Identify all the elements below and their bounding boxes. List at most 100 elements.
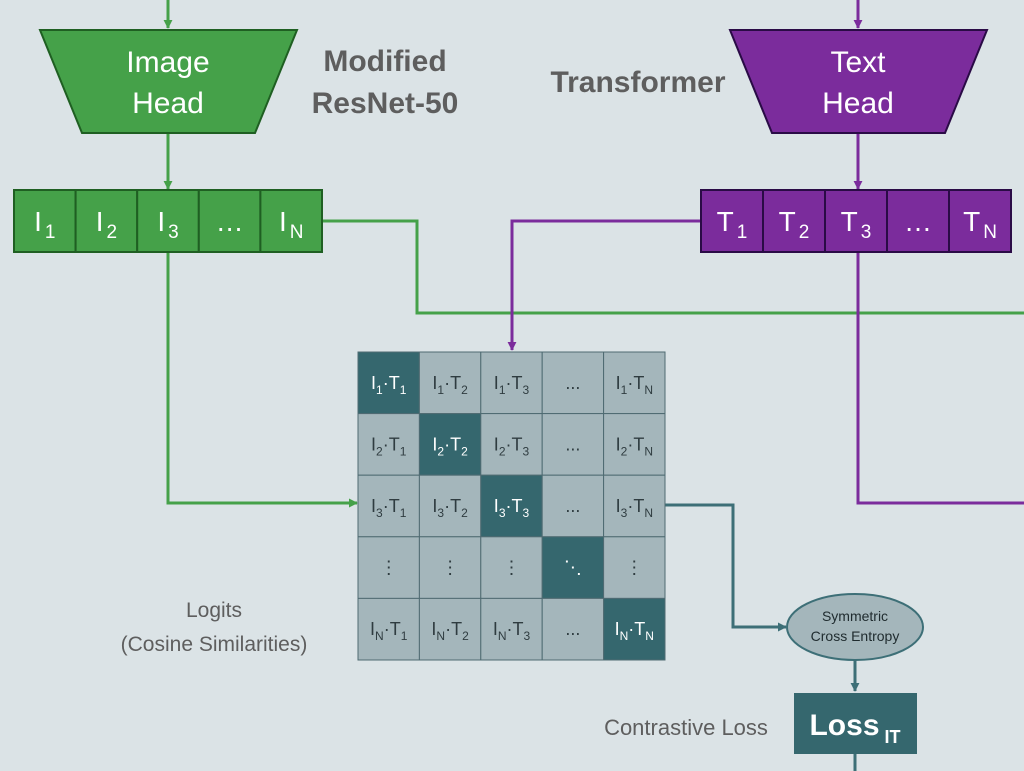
- cell-image-symbol: I: [616, 496, 621, 516]
- image-model-line1: Modified: [323, 45, 446, 78]
- matrix-cell-label: I2·T3: [494, 434, 530, 458]
- matrix-cell-dots: ⋮: [503, 558, 521, 578]
- matrix-cell: I1·TN: [603, 351, 666, 415]
- matrix-cell-box: [357, 597, 420, 661]
- cell-text-symbol: T: [633, 434, 644, 454]
- cell-dot-operator: ·: [627, 496, 633, 516]
- cell-text-index: N: [644, 444, 653, 458]
- cell-dot-operator: ·: [444, 496, 450, 516]
- cell-image-symbol: I: [371, 373, 376, 393]
- matrix-cell-label: ...: [565, 619, 580, 639]
- cell-text-symbol: T: [633, 373, 644, 393]
- matrix-cell-label: ⋱: [564, 558, 582, 578]
- cell-image-index: 2: [621, 444, 628, 458]
- matrix-cell: I3·T2: [418, 474, 482, 538]
- cell-text-symbol: T: [451, 619, 462, 639]
- matrix-cell: I2·TN: [603, 413, 666, 476]
- matrix-cell-label: ...: [565, 373, 580, 393]
- matrix-cell-dots: ⋮: [441, 558, 459, 578]
- cell-text-symbol: T: [450, 434, 461, 454]
- cell-dot-operator: ·: [627, 373, 633, 393]
- matrix-cell: I3·T3: [480, 474, 543, 538]
- i3-to-matrix-row-arrow: [166, 252, 358, 508]
- image-vector-cell-base: I: [279, 206, 287, 237]
- sce-ellipse: [786, 593, 924, 661]
- matrix-cell-label: I1·TN: [616, 373, 653, 397]
- text-head-shape: [728, 29, 989, 134]
- text-vector-cell-subscript: N: [983, 222, 997, 243]
- matrix-cell: I2·T2: [418, 413, 482, 476]
- matrix-cell: I3·TN: [603, 474, 666, 538]
- cell-text-symbol: T: [390, 619, 401, 639]
- cell-dot-operator: ·: [506, 434, 512, 454]
- matrix-cell-label: I3·T3: [494, 496, 530, 520]
- matrix-cell-label: ⋮: [441, 558, 459, 578]
- cell-text-index: 1: [400, 383, 407, 397]
- matrix-cell: ⋮: [418, 536, 482, 599]
- image-vector-cell-subscript: 1: [45, 222, 56, 243]
- matrix-cell: I1·T2: [418, 351, 482, 415]
- text-model-label: Transformer: [550, 66, 725, 99]
- image-vector-cell-label: …: [216, 206, 244, 237]
- matrix-cell: ...: [541, 474, 605, 538]
- cell-text-symbol: T: [389, 373, 400, 393]
- matrix-cell-label: ⋮: [625, 558, 643, 578]
- image-vector-cell-box: [13, 189, 77, 253]
- cell-image-symbol: I: [494, 434, 499, 454]
- image-vector-cell-box: [136, 189, 200, 253]
- cell-text-symbol: T: [389, 434, 400, 454]
- image-vector-cell-base: I: [157, 206, 165, 237]
- cell-image-index: N: [620, 629, 629, 643]
- matrix-to-sce-arrow: [665, 503, 787, 632]
- matrix-cell-label: ...: [565, 434, 580, 454]
- cell-text-index: 2: [461, 444, 468, 458]
- cell-image-symbol: I: [615, 619, 620, 639]
- contrastive-loss-label: Contrastive Loss: [604, 715, 768, 740]
- matrix-cell-box: [541, 536, 605, 599]
- cell-text-index: 3: [524, 629, 531, 643]
- matrix-cell: I2·T1: [357, 413, 420, 476]
- image-vector-cell: …: [197, 189, 262, 253]
- matrix-cell: ⋮: [603, 536, 666, 599]
- matrix-cell-label: IN·TN: [615, 619, 654, 643]
- t1-to-matrix-col-arrow: [507, 219, 701, 351]
- matrix-cell-dots: ⋮: [380, 558, 398, 578]
- matrix-cell-dots: ...: [565, 434, 580, 454]
- cell-text-symbol: T: [512, 496, 523, 516]
- cell-image-index: 2: [376, 444, 383, 458]
- cell-dot-operator: ·: [444, 434, 450, 454]
- t3-to-right-line: [856, 252, 1024, 505]
- connectors: [163, 0, 1024, 771]
- cell-image-index: 3: [437, 506, 444, 520]
- matrix-cell-box: [480, 351, 543, 415]
- matrix-cell: I1·T3: [480, 351, 543, 415]
- cell-image-index: 1: [621, 383, 628, 397]
- cell-text-symbol: T: [450, 496, 461, 516]
- cell-dot-operator: ·: [384, 619, 390, 639]
- cell-text-index: 1: [400, 506, 407, 520]
- cell-image-symbol: I: [432, 496, 437, 516]
- cell-image-symbol: I: [494, 373, 499, 393]
- matrix-cell-box: [418, 536, 482, 599]
- matrix-cell-dots: ...: [565, 496, 580, 516]
- loss-sub: IT: [885, 727, 901, 747]
- matrix-cell-label: IN·T1: [370, 619, 408, 643]
- cell-text-index: 1: [400, 444, 407, 458]
- cell-text-symbol: T: [389, 496, 400, 516]
- text-vector-cell-base: …: [904, 206, 932, 237]
- matrix-cell: I2·T3: [480, 413, 543, 476]
- matrix-cell-box: [541, 351, 605, 415]
- image-head-shape: [38, 29, 299, 134]
- cell-dot-operator: ·: [506, 373, 512, 393]
- matrix-cell-label: ⋮: [503, 558, 521, 578]
